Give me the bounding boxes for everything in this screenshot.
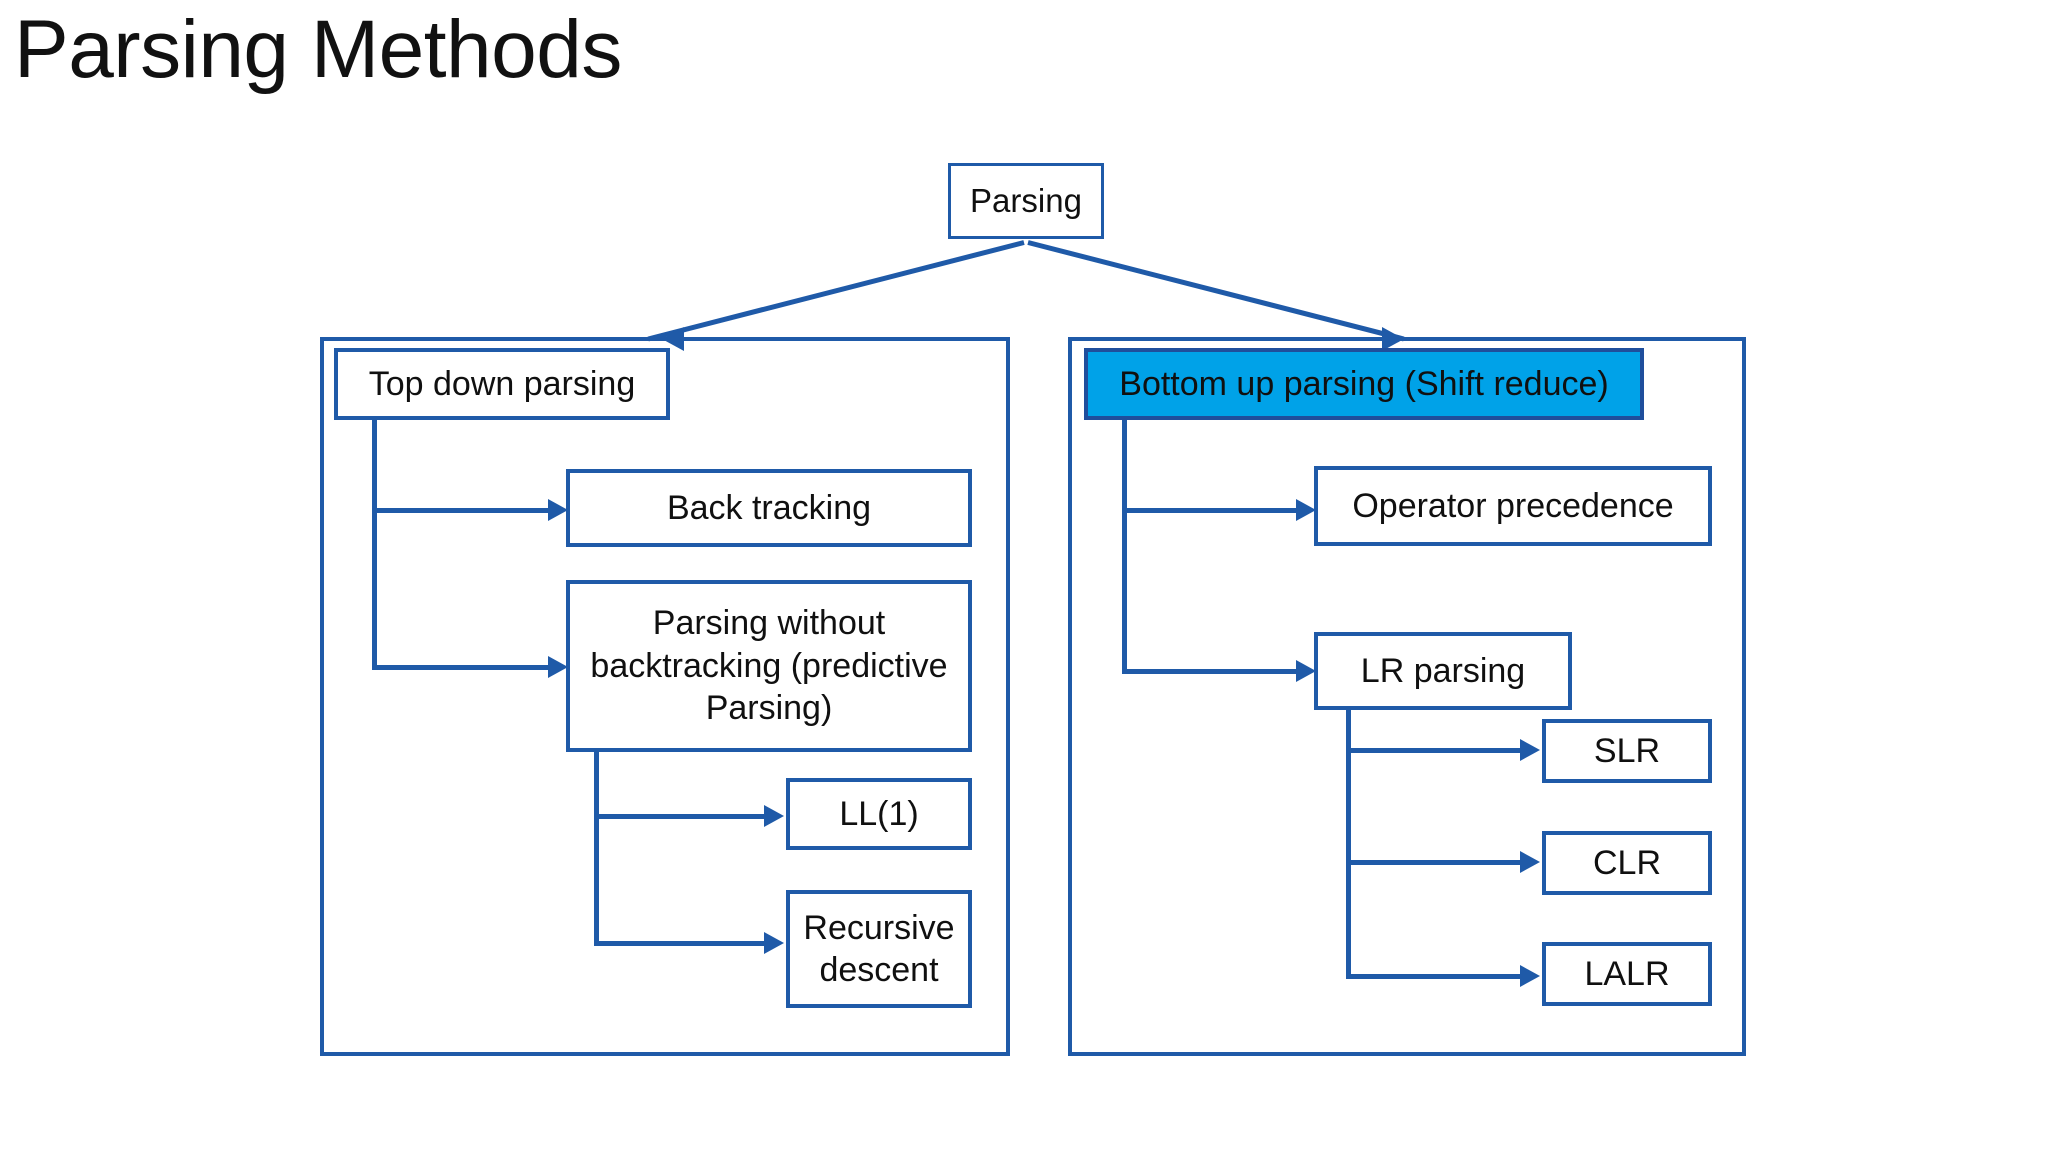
- node-back-tracking[interactable]: Back tracking: [566, 469, 972, 547]
- group-top-down-parsing: [320, 337, 1010, 1056]
- node-operator-precedence[interactable]: Operator precedence: [1314, 466, 1712, 546]
- connector-top-down-trunk: [372, 420, 377, 670]
- node-recursive-descent[interactable]: Recursive descent: [786, 890, 972, 1008]
- node-bottom-up-parsing[interactable]: Bottom up parsing (Shift reduce): [1084, 348, 1644, 420]
- connector-bottom-up-to-operator-precedence: [1122, 508, 1302, 513]
- connector-predictive-to-recursive-descent: [594, 941, 770, 946]
- connector-lr-parsing-trunk: [1346, 710, 1351, 978]
- group-bottom-up-parsing: [1068, 337, 1746, 1056]
- connector-root-to-top-down: [647, 240, 1025, 342]
- connector-lr-to-clr: [1346, 860, 1526, 865]
- node-lr-parsing[interactable]: LR parsing: [1314, 632, 1572, 710]
- node-parsing-root[interactable]: Parsing: [948, 163, 1104, 239]
- arrowhead-operator-precedence: [1296, 499, 1316, 521]
- arrowhead-lr-parsing: [1296, 660, 1316, 682]
- arrowhead-ll1: [764, 805, 784, 827]
- node-top-down-parsing[interactable]: Top down parsing: [334, 348, 670, 420]
- connector-predictive-trunk: [594, 752, 599, 946]
- node-slr[interactable]: SLR: [1542, 719, 1712, 783]
- connector-lr-to-lalr: [1346, 974, 1526, 979]
- arrowhead-slr: [1520, 739, 1540, 761]
- connector-top-down-to-back-tracking: [372, 508, 554, 513]
- node-ll1[interactable]: LL(1): [786, 778, 972, 850]
- connector-predictive-to-ll1: [594, 814, 770, 819]
- connector-lr-to-slr: [1346, 748, 1526, 753]
- arrowhead-predictive: [548, 656, 568, 678]
- node-clr[interactable]: CLR: [1542, 831, 1712, 895]
- arrowhead-back-tracking: [548, 499, 568, 521]
- arrowhead-lalr: [1520, 965, 1540, 987]
- arrowhead-recursive-descent: [764, 932, 784, 954]
- connector-bottom-up-to-lr-parsing: [1122, 669, 1302, 674]
- node-parsing-without-backtracking[interactable]: Parsing without backtracking (predictive…: [566, 580, 972, 752]
- connector-bottom-up-trunk: [1122, 420, 1127, 674]
- node-lalr[interactable]: LALR: [1542, 942, 1712, 1006]
- connector-top-down-to-predictive: [372, 665, 554, 670]
- connector-root-to-bottom-up: [1027, 240, 1405, 342]
- arrowhead-clr: [1520, 851, 1540, 873]
- page-title: Parsing Methods: [14, 4, 622, 95]
